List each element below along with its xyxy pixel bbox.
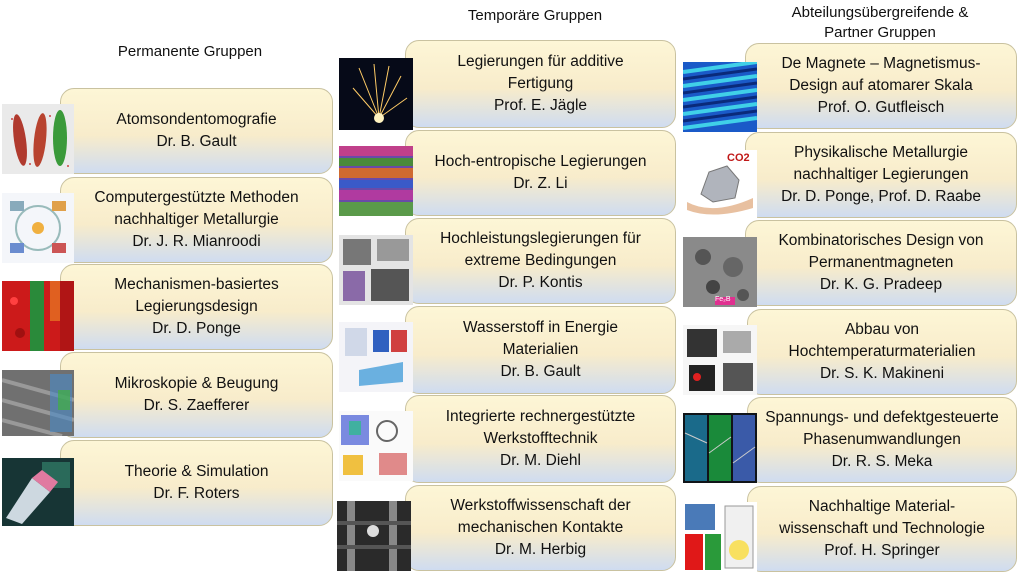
group-card-title-line2: Legierungsdesign xyxy=(135,298,258,315)
group-card-leader: Dr. R. S. Meka xyxy=(831,453,933,470)
group-card-title-line1: Mechanismen-basiertes xyxy=(114,276,279,293)
group-card-theory-simulation[interactable]: Theorie & Simulation Dr. F. Roters xyxy=(60,440,333,526)
group-card-title-line1: Integrierte rechnergestützte xyxy=(445,408,636,425)
atom-mixture-image xyxy=(339,146,413,216)
column-heading-partner: Abteilungsübergreifende & Partner Gruppe… xyxy=(760,3,1000,43)
group-card-combinatorial-design[interactable]: Kombinatorisches Design von Permanentmag… xyxy=(745,220,1017,306)
group-card-phase-transformations[interactable]: Spannungs- und defektgesteuerte Phasenum… xyxy=(747,397,1017,483)
group-card-title-line1: Physikalische Metallurgie xyxy=(793,144,969,161)
group-card-title-line1: Werkstoffwissenschaft der xyxy=(450,497,631,514)
group-card-title-line1: Wasserstoff in Energie xyxy=(462,319,619,336)
group-card-title-line2: Materialien xyxy=(502,341,579,358)
column-heading-permanent: Permanente Gruppen xyxy=(117,43,263,60)
metal-in-hand-image: CO2 xyxy=(683,150,757,218)
column-heading-partner-line1: Abteilungsübergreifende & xyxy=(791,4,969,21)
group-card-leader: Dr. K. G. Pradeep xyxy=(819,276,943,293)
group-card-leader: Dr. B. Gault xyxy=(156,133,237,150)
group-card-title-line1: Legierungen für additive xyxy=(457,53,624,70)
phase-map-image xyxy=(2,281,74,351)
group-card-title-line1: Hochleistungslegierungen für xyxy=(440,230,641,247)
feb-label: Fe₂B xyxy=(715,296,731,303)
group-card-leader: Dr. S. K. Makineni xyxy=(819,365,945,382)
group-card-leader: Dr. D. Ponge, Prof. D. Raabe xyxy=(781,188,981,205)
group-card-leader: Prof. E. Jägle xyxy=(493,97,588,114)
crystal-plasticity-image xyxy=(339,411,413,481)
group-card-title-line2: Permanentmagneten xyxy=(808,254,954,271)
group-card-leader: Dr. M. Diehl xyxy=(500,452,581,469)
microscopy-image xyxy=(2,370,74,436)
group-card-title-line1: Atomsondentomografie xyxy=(116,111,277,128)
group-card-mechanical-contacts[interactable]: Werkstoffwissenschaft der mechanischen K… xyxy=(405,485,676,571)
group-card-title-line2: nachhaltiger Metallurgie xyxy=(114,211,279,228)
group-card-title-line2: Fertigung xyxy=(507,75,574,92)
group-card-title-line2: nachhaltiger Legierungen xyxy=(793,166,969,183)
column-heading-partner-line2: Partner Gruppen xyxy=(824,24,936,41)
magnetic-domains-image xyxy=(683,62,757,132)
group-card-title-line2: Werkstofftechnik xyxy=(483,430,598,447)
magnet-microstructure-image: Fe₂B xyxy=(683,237,757,307)
hydrogen-reduction-image xyxy=(683,502,757,572)
group-card-title-line1: Computergestützte Methoden xyxy=(94,189,299,206)
group-card-high-performance-alloys[interactable]: Hochleistungslegierungen für extreme Bed… xyxy=(405,218,676,304)
group-card-title-line2: Design auf atomarer Skala xyxy=(789,77,973,94)
group-card-alloy-design[interactable]: Mechanismen-basiertes Legierungsdesign D… xyxy=(60,264,333,350)
group-card-title-line1: Abbau von xyxy=(844,321,920,338)
group-card-title-line2: mechanischen Kontakte xyxy=(457,519,624,536)
group-card-leader: Dr. Z. Li xyxy=(513,175,568,192)
workflow-diagram-image xyxy=(2,193,74,263)
phase-map-grid-image xyxy=(683,413,757,483)
column-heading-temporary: Temporäre Gruppen xyxy=(467,7,603,24)
group-card-atom-probe[interactable]: Atomsondentomografie Dr. B. Gault xyxy=(60,88,333,174)
group-card-leader: Dr. M. Herbig xyxy=(494,541,587,558)
group-card-physical-metallurgy[interactable]: Physikalische Metallurgie nachhaltiger L… xyxy=(745,132,1017,218)
group-card-leader: Dr. J. R. Mianroodi xyxy=(132,233,261,250)
atom-probe-image xyxy=(2,104,74,174)
group-card-leader: Prof. H. Springer xyxy=(824,542,940,559)
group-card-title-line2: wissenschaft und Technologie xyxy=(779,520,985,537)
group-card-leader: Dr. S. Zaefferer xyxy=(143,397,250,414)
group-card-hydrogen-energy[interactable]: Wasserstoff in Energie Materialien Dr. B… xyxy=(405,306,676,394)
group-card-integrated-computational[interactable]: Integrierte rechnergestützte Werkstoffte… xyxy=(405,395,676,483)
group-card-title-line1: Kombinatorisches Design von xyxy=(778,232,984,249)
oxidation-microscopy-image xyxy=(683,325,757,395)
laser-sparks-image xyxy=(339,58,413,130)
group-card-title-line2: Hochtemperaturmaterialien xyxy=(788,343,976,360)
group-card-de-magnete[interactable]: De Magnete – Magnetismus- Design auf ato… xyxy=(745,43,1017,129)
group-card-high-temperature-degradation[interactable]: Abbau von Hochtemperaturmaterialien Dr. … xyxy=(747,309,1017,395)
hydrogen-poster-image xyxy=(339,322,413,392)
group-card-computational-methods[interactable]: Computergestützte Methoden nachhaltiger … xyxy=(60,177,333,263)
group-card-microscopy[interactable]: Mikroskopie & Beugung Dr. S. Zaefferer xyxy=(60,352,333,438)
group-card-title-line1: Mikroskopie & Beugung xyxy=(114,375,279,392)
co2-label: CO2 xyxy=(727,152,750,164)
group-card-leader: Prof. O. Gutfleisch xyxy=(817,99,945,116)
group-card-title-line1: Theorie & Simulation xyxy=(124,463,269,480)
group-card-additive-manufacturing[interactable]: Legierungen für additive Fertigung Prof.… xyxy=(405,40,676,128)
rail-contact-image xyxy=(337,501,411,571)
group-card-leader: Dr. P. Kontis xyxy=(498,274,583,291)
group-card-leader: Dr. F. Roters xyxy=(153,485,240,502)
group-card-title-line1: Hoch-entropische Legierungen xyxy=(434,153,647,170)
group-card-sustainable-materials[interactable]: Nachhaltige Material- wissenschaft und T… xyxy=(747,486,1017,572)
group-card-title-line1: Nachhaltige Material- xyxy=(808,498,956,515)
group-card-leader: Dr. D. Ponge xyxy=(152,320,241,337)
group-card-title-line1: Spannungs- und defektgesteuerte xyxy=(765,409,999,426)
group-card-title-line1: De Magnete – Magnetismus- xyxy=(781,55,981,72)
group-card-high-entropy-alloys[interactable]: Hoch-entropische Legierungen Dr. Z. Li xyxy=(405,130,676,216)
group-card-title-line2: Phasenumwandlungen xyxy=(803,431,961,448)
group-card-title-line2: extreme Bedingungen xyxy=(464,252,617,269)
group-card-leader: Dr. B. Gault xyxy=(500,363,581,380)
superalloy-microstructure-image xyxy=(339,235,413,305)
simulation-image xyxy=(2,458,74,526)
